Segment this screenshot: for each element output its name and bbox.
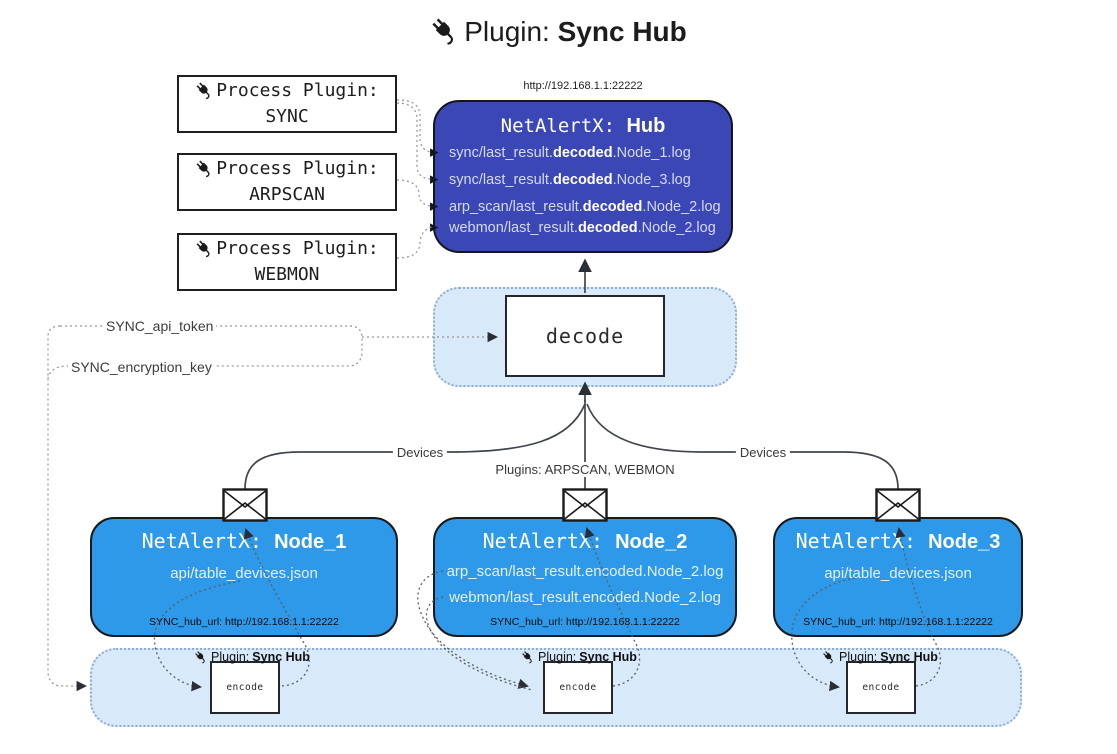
page-title-prefix: Plugin: [464, 16, 558, 47]
node-file: api/table_devices.json [170, 565, 318, 582]
hub-url-label: http://192.168.1.1:22222 [523, 80, 643, 92]
hub-file-row: ▶sync/last_result.decoded.Node_1.log [430, 145, 691, 161]
node-2-box: NetAlertX: Node_2 arp_scan/last_result.e… [433, 517, 737, 637]
hub-box: NetAlertX: Hub ▶sync/last_result.decoded… [430, 100, 733, 253]
node-hub-url: SYNC_hub_url: http://192.168.1.1:22222 [490, 616, 680, 628]
hub-title: NetAlertX: Hub [435, 115, 731, 138]
hub-file-row: ▶sync/last_result.decoded.Node_3.log [430, 172, 691, 188]
plug-icon [430, 16, 459, 46]
page-title: Plugin: Sync Hub [0, 16, 1117, 48]
node-hub-url: SYNC_hub_url: http://192.168.1.1:22222 [803, 616, 993, 628]
process-plugin-name: ARPSCAN [249, 184, 325, 205]
node-file: arp_scan/last_result.encoded.Node_2.log [446, 563, 724, 580]
node-title: NetAlertX: Node_3 [795, 529, 1001, 553]
dotted-token-left-drop [47, 325, 87, 692]
plug-icon [822, 650, 836, 664]
encode-plugin-label: Plugin: Sync Hub [182, 650, 322, 664]
dotted-webmon-to-row4 [396, 226, 433, 259]
hub-title-name: Hub [626, 115, 666, 137]
process-plugin-label: Process Plugin: [216, 79, 379, 101]
node-title: NetAlertX: Node_2 [482, 529, 688, 553]
dotted-sync-to-row2 [396, 102, 433, 180]
encode-box-1: encode [210, 661, 280, 714]
node-3-box: NetAlertX: Node_3 api/table_devices.json… [773, 517, 1023, 637]
dotted-arpscan-to-row3 [396, 179, 433, 207]
encode-box-2: encode [543, 661, 613, 714]
node-1-box: NetAlertX: Node_1 api/table_devices.json… [90, 517, 398, 637]
node-hub-url: SYNC_hub_url: http://192.168.1.1:22222 [149, 616, 339, 628]
edge-label-devices-right: Devices [735, 445, 791, 460]
encode-plugin-label: Plugin: Sync Hub [810, 650, 950, 664]
sync-encryption-key-label: SYNC_encryption_key [68, 359, 215, 375]
encode-box-3: encode [846, 661, 916, 714]
hub-file-row: ▶webmon/last_result.decoded.Node_2.log [430, 220, 716, 236]
page-title-name: Sync Hub [557, 16, 687, 47]
triangle-right-icon: ▶ [430, 200, 439, 213]
process-plugin-label: Process Plugin: [216, 237, 379, 259]
envelope-icon [875, 488, 921, 522]
triangle-right-icon: ▶ [430, 146, 439, 159]
plug-icon [194, 650, 208, 664]
dotted-sync-to-row1 [396, 99, 433, 153]
triangle-right-icon: ▶ [430, 173, 439, 186]
decode-box: decode [505, 295, 665, 377]
plug-icon [521, 650, 535, 664]
node-file: api/table_devices.json [824, 565, 972, 582]
sync-api-token-label: SYNC_api_token [103, 318, 217, 334]
process-plugin-label: Process Plugin: [216, 157, 379, 179]
process-plugin-arpscan: Process Plugin: ARPSCAN [177, 153, 397, 211]
node-file: webmon/last_result.encoded.Node_2.log [449, 589, 721, 606]
edge-label-plugins: Plugins: ARPSCAN, WEBMON [491, 462, 679, 477]
process-plugin-sync: Process Plugin: SYNC [177, 75, 397, 133]
envelope-icon [222, 488, 268, 522]
process-plugin-name: SYNC [265, 106, 309, 127]
triangle-right-icon: ▶ [430, 221, 439, 234]
plug-icon [195, 239, 214, 258]
envelope-icon [562, 488, 608, 522]
process-plugin-name: WEBMON [254, 264, 320, 285]
process-plugin-webmon: Process Plugin: WEBMON [177, 233, 397, 291]
edge-label-devices-left: Devices [392, 445, 448, 460]
hub-title-prefix: NetAlertX: [500, 115, 627, 137]
node-title: NetAlertX: Node_1 [141, 529, 347, 553]
encode-plugin-label: Plugin: Sync Hub [509, 650, 649, 664]
plug-icon [195, 159, 214, 178]
plug-icon [195, 81, 214, 100]
hub-file-row: ▶arp_scan/last_result.decoded.Node_2.log [430, 199, 721, 215]
